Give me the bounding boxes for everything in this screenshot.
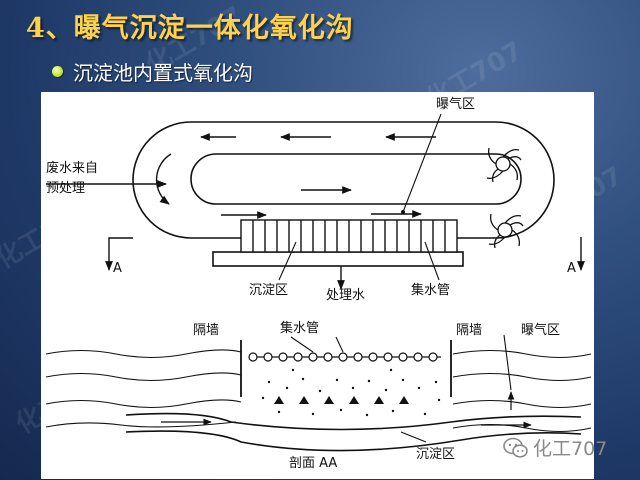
section-flow-arrows: [161, 391, 532, 429]
slide-title: 4、曝气沉淀一体化氧化沟: [26, 13, 354, 44]
settling-basin: [212, 251, 464, 267]
baffle-left-label: 隔墙: [193, 323, 219, 338]
section-settling-zone-label: 沉淀区: [416, 447, 455, 462]
wechat-icon: [503, 437, 528, 458]
treated-water-label: 处理水: [326, 288, 365, 303]
water-surface-lines: [45, 349, 592, 433]
brand-badge: 化工707: [503, 434, 607, 461]
section-mark-right: A: [567, 261, 576, 276]
section-leader-lines: [290, 334, 512, 443]
settling-zone-label: 沉淀区: [249, 283, 288, 298]
aerator-rotor-icon: [488, 213, 524, 249]
section-aeration-zone-label: 曝气区: [521, 322, 560, 338]
settling-trough: [125, 412, 582, 452]
section-mark-left: A: [113, 261, 122, 276]
baffle-right-label: 隔墙: [456, 323, 482, 338]
collector-pipe-label: 集水管: [411, 282, 450, 298]
collector-pipe-row: [248, 352, 441, 362]
aeration-zone-label: 曝气区: [436, 96, 475, 112]
leader-lines: [278, 113, 442, 281]
aerator-rotor-icon: [486, 147, 522, 183]
section-name-label: 剖面 AA: [289, 456, 337, 471]
sludge-particles: [261, 368, 441, 417]
section-collector-pipe-label: 集水管: [280, 320, 319, 336]
bullet-text: 沉淀池内置式氧化沟: [73, 60, 253, 85]
ditch-inner-island: [190, 153, 522, 205]
inflow-label-line2: 预处理: [46, 181, 85, 196]
flow-arrows: [46, 133, 585, 290]
inflow-label-line1: 废水来自: [46, 160, 98, 176]
brand-text: 化工707: [533, 438, 608, 460]
bullet-item: 沉淀池内置式氧化沟: [52, 58, 253, 85]
baffle-walls: [240, 340, 452, 397]
oxidation-ditch-diagram: 曝气区 废水来自 预处理 A A 沉淀区 处理水 集水管: [41, 92, 594, 479]
settling-partitions: [240, 219, 458, 253]
bullet-dot-icon: [52, 65, 63, 77]
